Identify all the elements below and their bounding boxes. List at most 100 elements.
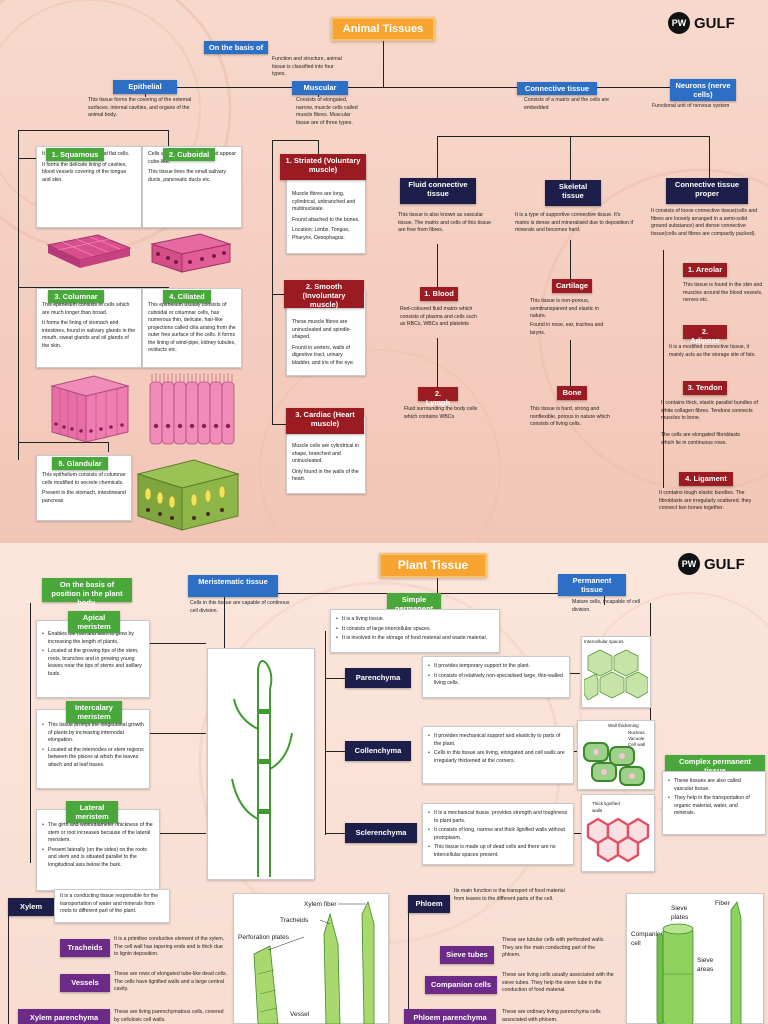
connector — [325, 678, 345, 679]
connector — [168, 130, 169, 150]
xylem-card: It is a conducting tissue responsible fo… — [54, 889, 170, 923]
xylem-label-fiber: Xylem fiber — [304, 901, 337, 908]
lateral-item-1: The girth and width/diameter /thickness … — [42, 822, 154, 845]
columnar-p1: This epithelium consists of cells which … — [42, 302, 130, 316]
connector — [160, 833, 206, 834]
stem-illustration-box — [207, 648, 315, 880]
skeletal-text: It is a type of supportive connective ti… — [515, 212, 633, 234]
cuboidal-p2: This tissue lines the small salivary duc… — [148, 169, 227, 183]
xylem-label-vessel: Vessel — [290, 1011, 310, 1018]
collenchyma-illustration — [583, 742, 645, 786]
connector — [570, 673, 580, 674]
permanent-heading: Permanent tissue — [558, 574, 626, 596]
pw-logo-mark: PW — [678, 553, 700, 575]
collenchyma-label-cellwall: Cell wall — [628, 742, 646, 747]
phloem-text: Its main function is the transport of fo… — [454, 888, 565, 902]
areolar-text: This tissue is found in the skin and mus… — [683, 282, 763, 304]
neurons-heading: Neurons (nerve cells) — [670, 79, 736, 101]
phloem-parenchyma-heading: Phloem parenchyma — [404, 1009, 496, 1024]
apical-item-2: Located at the growing tips of the stem,… — [42, 648, 144, 678]
xylem-heading: Xylem — [8, 898, 54, 916]
phloem-label-fiber: Fiber — [715, 900, 730, 907]
blood-text: Red-coloured fluid matrix which consists… — [400, 306, 477, 328]
connector — [18, 130, 19, 460]
ligament-heading: 4. Ligament — [679, 472, 733, 486]
companion-text: These are living cells usually associate… — [502, 972, 614, 994]
connective-heading: Connective tissue — [517, 82, 597, 95]
fluid-heading: Fluid connective tissue — [400, 178, 476, 204]
squamous-illustration — [46, 234, 132, 268]
connector — [272, 424, 286, 425]
connector — [325, 833, 345, 834]
collenchyma-heading: Collenchyma — [345, 741, 411, 761]
meristematic-text: Cells in this tissue are capable of cont… — [190, 600, 290, 614]
ligament-text: It contains tough elastic bundles. The f… — [659, 490, 752, 512]
connector — [108, 442, 109, 452]
connector — [709, 136, 710, 178]
sclerenchyma-item-2: It consists of long, narrow and thick li… — [428, 827, 568, 842]
parenchyma-illustration — [583, 649, 649, 701]
stem-illustration — [231, 660, 293, 877]
squamous-p2: It forms the delicate lining of cavities… — [42, 161, 127, 183]
position-heading: On the basis of position in the plant bo… — [42, 578, 132, 607]
sclerenchyma-item-3: This tissue is made up of dead cells and… — [428, 844, 568, 859]
xylem-image-box: Xylem fiber Tracheids Perforation plates… — [233, 893, 389, 1024]
xylem-illustration — [253, 900, 375, 1024]
tracheids-heading: Tracheids — [60, 939, 110, 957]
intercalary-item-2: Located at the internodes or stem region… — [42, 747, 144, 770]
collenchyma-image-box: Wall thickening Nucleus Vacuole Cell wal… — [577, 720, 655, 790]
connector — [574, 833, 582, 834]
connector — [383, 41, 384, 87]
collenchyma-item-2: Cells in this tissue are living, elongat… — [428, 750, 568, 765]
parenchyma-image-box: Intercellular spaces — [581, 636, 651, 708]
connector — [224, 593, 225, 653]
muscular-text: Consists of elongated, narrow, muscle ce… — [296, 97, 358, 126]
companion-heading: Companion cells — [425, 976, 497, 994]
glandular-heading: 5. Glandular — [52, 457, 108, 470]
tendon-p1: It contains thick, elastic parallel bund… — [661, 400, 758, 422]
xylem-label-perforation: Perforation plates — [238, 934, 289, 941]
phloem-image-box: Sieve plates Fiber Companion cell Sieve … — [626, 893, 764, 1024]
simple-item-2: It consists of large intercellular space… — [336, 626, 494, 634]
ciliated-illustration — [149, 373, 235, 445]
complex-item-1: These tissues are also called vascular t… — [668, 778, 760, 793]
vessels-text: These are rows of elongated tube-like de… — [114, 971, 228, 993]
squamous-heading: 1. Squamous — [46, 148, 104, 161]
connector — [437, 244, 438, 296]
connector — [18, 130, 168, 131]
tracheids-text: It is a primitive conductive element of … — [114, 936, 225, 958]
phloem-label-sieve-areas: Sieve areas — [697, 957, 714, 974]
cuboidal-heading: 2. Cuboidal — [163, 148, 215, 161]
sclerenchyma-heading: Sclerenchyma — [345, 823, 417, 843]
logo-text: GULF — [704, 555, 745, 573]
neurons-text: Functional unit of nervous system — [652, 103, 730, 109]
cuboidal-illustration — [150, 233, 232, 273]
cardiac-p1: Muscle cells are cylindrical in shape, b… — [292, 443, 359, 465]
lymph-heading: 2. Lymph — [418, 387, 458, 407]
connector — [437, 136, 709, 137]
collenchyma-card: It provides mechanical support and elast… — [422, 726, 574, 784]
fluid-text: This tissue is also known as vascular ti… — [398, 212, 492, 234]
collenchyma-label-vacuole: Vacuole — [628, 736, 645, 741]
columnar-p2: It forms the lining of stomach and intes… — [42, 320, 136, 349]
tendon-heading: 3. Tendon — [683, 381, 727, 395]
connector — [272, 140, 273, 425]
collenchyma-label-wall: Wall thickening — [608, 723, 639, 728]
glandular-p2: Present in the stomach, intestineand pan… — [42, 490, 126, 504]
bone-heading: Bone — [557, 386, 587, 400]
muscular-heading: Muscular — [292, 81, 348, 95]
parenchyma-image-label: Intercellular spaces — [584, 639, 624, 644]
connector — [8, 916, 9, 1024]
connector — [18, 287, 168, 288]
sclerenchyma-card: It is a mechanical tissue, provides stre… — [422, 803, 574, 865]
phloem-label-companion: Companion cell — [631, 931, 665, 948]
striated-p1: Muscle fibres are long, cylindrical, unb… — [292, 191, 356, 213]
ciliated-heading: 4. Ciliated — [163, 290, 211, 303]
epithelial-text: This tissue forms the covering of the ex… — [88, 97, 192, 119]
apical-card: Enables the root and stem to grow by inc… — [36, 620, 150, 698]
connector — [650, 603, 690, 604]
epithelial-heading: Epithelial — [113, 80, 177, 94]
connector — [272, 294, 286, 295]
adipose-heading: 2. Adipose — [683, 325, 727, 345]
cartilage-p2: Found in nose, ear, trachea and larynx. — [530, 322, 604, 336]
